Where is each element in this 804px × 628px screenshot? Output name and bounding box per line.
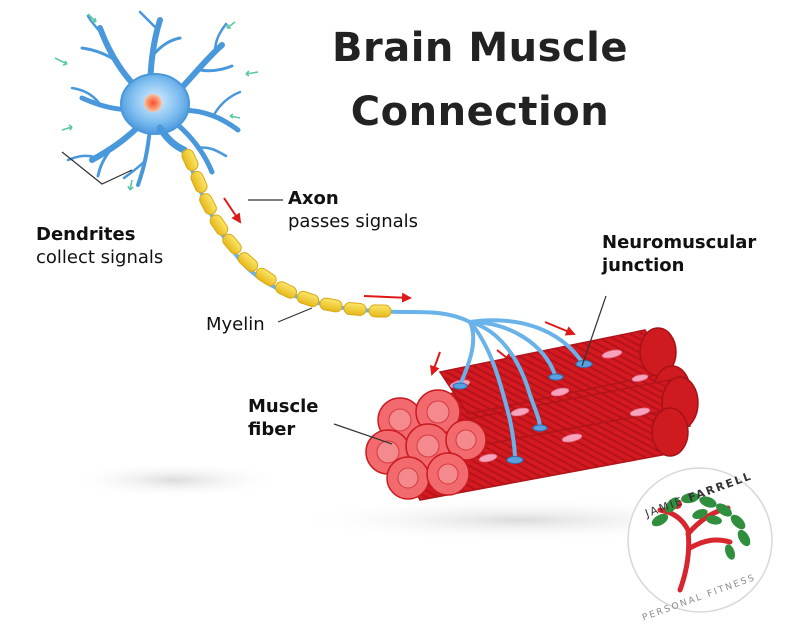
page-title-line-1: Brain Muscle: [332, 25, 628, 71]
label-neuromuscular-line2: junction: [602, 254, 685, 276]
axon-terminal-branches: [408, 310, 584, 462]
label-neuromuscular-line1: Neuromuscular: [602, 232, 757, 253]
label-dendrites: Dendrites collect signals: [36, 224, 163, 269]
label-axon-title: Axon: [288, 188, 339, 209]
axon-hillock: [156, 124, 188, 154]
label-axon-desc: passes signals: [288, 210, 419, 232]
label-neuromuscular-junction: Neuromuscular junction: [602, 232, 756, 277]
neuron-dendrites: [66, 10, 242, 187]
dendrite-input-arrows: [54, 13, 259, 191]
leader-lines: [61, 151, 607, 445]
label-myelin: Myelin: [206, 314, 265, 335]
label-dendrites-desc: collect signals: [36, 246, 164, 268]
label-dendrites-title: Dendrites: [36, 224, 136, 245]
label-muscle-line1: Muscle: [248, 396, 319, 417]
neuromuscular-endplates: [452, 360, 593, 464]
label-axon: Axon passes signals: [288, 188, 418, 233]
neuron-nucleus: [144, 94, 162, 112]
muscle-fiber-bundle: [365, 327, 699, 501]
label-muscle-fiber: Muscle fiber: [248, 396, 319, 441]
brand-logo: JAMIE FARRELL PERSONAL FITNESS: [627, 467, 773, 623]
page-title-line-2: Connection: [350, 89, 610, 135]
label-muscle-line2: fiber: [248, 418, 296, 440]
myelin-sheath: [181, 148, 392, 318]
neuron-shadow: [65, 462, 285, 498]
